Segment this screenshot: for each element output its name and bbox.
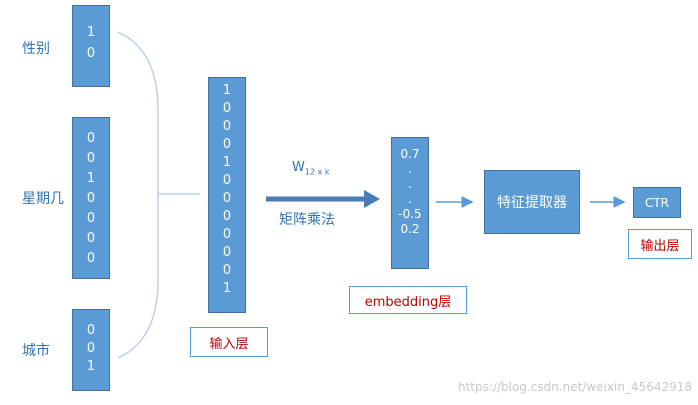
weight-symbol: W xyxy=(292,160,305,175)
input-value: 0 xyxy=(222,263,232,278)
embedding-value: . xyxy=(408,192,412,206)
input-value: 0 xyxy=(222,101,232,116)
weekday-feature-label: 星期几 xyxy=(22,191,64,207)
embedding-layer-label: embedding层 xyxy=(349,286,467,314)
input-value: 0 xyxy=(222,245,232,260)
weight-subscript: 12 x k xyxy=(304,167,330,177)
weekday-onehot-vector: 0 0 1 0 0 0 0 xyxy=(72,117,110,279)
gender-feature-label: 性别 xyxy=(22,41,50,57)
embedding-value: . xyxy=(408,177,412,191)
city-value: 0 xyxy=(86,323,96,338)
weekday-value: 0 xyxy=(86,131,96,146)
input-value: 0 xyxy=(222,173,232,188)
input-layer-vector: 1 0 0 0 1 0 0 0 0 0 0 1 xyxy=(208,77,246,313)
matmul-arrow-head xyxy=(364,190,380,208)
gender-value: 1 xyxy=(86,25,96,40)
input-value: 0 xyxy=(222,191,232,206)
matmul-operation-label: 矩阵乘法 xyxy=(279,212,335,228)
feature-extractor-block: 特征提取器 xyxy=(484,170,580,234)
city-value: 0 xyxy=(86,341,96,356)
weekday-value: 0 xyxy=(86,151,96,166)
embedding-value: 0.7 xyxy=(400,147,420,161)
weekday-value: 0 xyxy=(86,191,96,206)
city-value: 1 xyxy=(86,359,96,374)
output-layer-label: 输出层 xyxy=(628,229,692,259)
input-value: 1 xyxy=(222,83,232,98)
input-value: 1 xyxy=(222,155,232,170)
input-value: 0 xyxy=(222,227,232,242)
weekday-value: 0 xyxy=(86,251,96,266)
watermark-text: https://blog.csdn.net/weixin_45642918 xyxy=(458,380,693,394)
city-onehot-vector: 0 0 1 xyxy=(72,309,110,391)
input-value: 1 xyxy=(222,281,232,296)
gender-value: 0 xyxy=(86,46,96,61)
weight-matrix-label: W12 x k xyxy=(292,160,330,177)
embedding-value: 0.2 xyxy=(400,222,420,236)
weekday-value: 0 xyxy=(86,211,96,226)
input-value: 0 xyxy=(222,209,232,224)
weekday-value: 1 xyxy=(86,171,96,186)
embedding-value: . xyxy=(408,162,412,176)
input-value: 0 xyxy=(222,119,232,134)
feature-merge-bracket xyxy=(117,31,159,359)
ctr-output-block: CTR xyxy=(633,187,681,218)
input-layer-label: 输入层 xyxy=(190,327,268,357)
city-feature-label: 城市 xyxy=(22,343,50,359)
embedding-value: -0.5 xyxy=(398,207,422,221)
gender-onehot-vector: 1 0 xyxy=(72,5,110,87)
weekday-value: 0 xyxy=(86,231,96,246)
input-value: 0 xyxy=(222,137,232,152)
embedding-vector: 0.7 . . . -0.5 0.2 xyxy=(391,137,429,269)
